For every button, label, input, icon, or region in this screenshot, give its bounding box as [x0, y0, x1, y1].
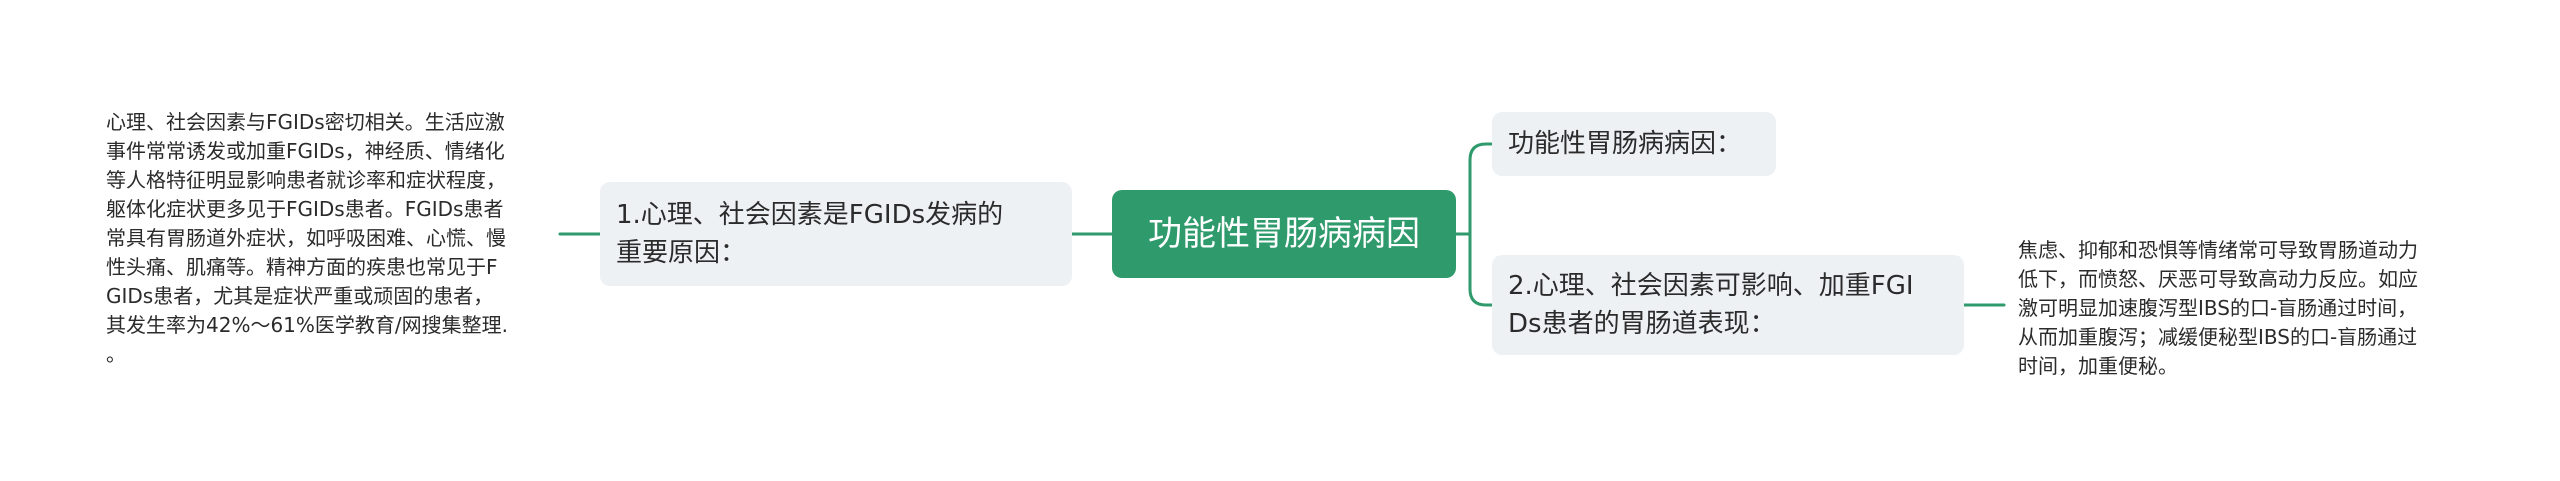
connector-root-top — [1468, 142, 1494, 236]
root-topic[interactable]: 功能性胃肠病病因 — [1112, 190, 1456, 278]
leaf-text-psychosocial-effect: 焦虑、抑郁和恐惧等情绪常可导致胃肠道动力 低下，而愤怒、厌恶可导致高动力反应。如… — [2018, 238, 2418, 378]
leaf-text-psychosocial-cause: 心理、社会因素与FGIDs密切相关。生活应激 事件常常诱发或加重FGIDs，神经… — [106, 110, 509, 366]
connector-root-right — [1468, 232, 1494, 307]
branch-topic-psychosocial-effect[interactable]: 2.心理、社会因素可影响、加重FGI Ds患者的胃肠道表现： — [1492, 255, 1964, 355]
branch-topic-psychosocial-cause[interactable]: 1.心理、社会因素是FGIDs发病的 重要原因： — [600, 182, 1072, 286]
branch-topic-definition[interactable]: 功能性胃肠病病因： — [1492, 112, 1776, 176]
